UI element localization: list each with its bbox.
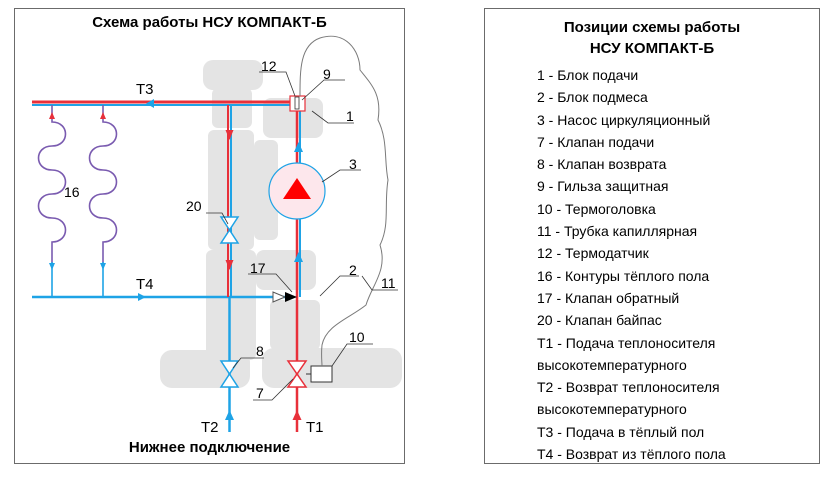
legend-title-line-1: Позиции схемы работы: [563, 19, 741, 36]
label-10: 10: [349, 329, 365, 345]
label-t2: T2: [201, 419, 219, 436]
label-16: 16: [64, 184, 80, 200]
label-t3: T3: [136, 81, 154, 98]
legend-item: 8 - Клапан возврата: [537, 156, 667, 173]
label-11: 11: [381, 275, 396, 291]
legend-item: 12 - Термодатчик: [537, 245, 649, 262]
label-t1: T1: [306, 419, 324, 436]
bypass-valve-icon: [219, 216, 240, 244]
thermo-sensor-icon: [289, 95, 306, 112]
legend-item: Т1 - Подача теплоносителя: [537, 334, 716, 351]
underfloor-loop-2: [88, 105, 118, 297]
label-1: 1: [346, 108, 354, 124]
legend-item: 9 - Гильза защитная: [537, 178, 669, 195]
legend-list: 1 - Блок подачи 2 - Блок подмеса 3 - Нас…: [537, 64, 726, 465]
label-17: 17: [250, 260, 266, 276]
legend-item: Т2 - Возврат теплоносителя: [537, 379, 720, 396]
loop-inlet-arrows: [49, 112, 106, 119]
legend-item: высокотемпературного: [537, 401, 687, 418]
label-3: 3: [349, 156, 357, 172]
label-9: 9: [323, 66, 331, 82]
capillary-tube: [299, 35, 389, 367]
legend-item: Т4 - Возврат из тёплого пола: [537, 446, 726, 463]
check-valve-icon: [272, 291, 297, 303]
legend-item: 10 - Термоголовка: [537, 200, 656, 217]
label-8: 8: [256, 343, 264, 359]
leader-lines: [206, 71, 398, 401]
label-7: 7: [256, 385, 264, 401]
underfloor-loop-1: [37, 105, 67, 297]
label-12: 12: [261, 58, 277, 74]
legend-item: 17 - Клапан обратный: [537, 289, 680, 306]
label-t4: T4: [136, 276, 154, 293]
legend-item: Т3 - Подача в тёплый пол: [537, 423, 705, 440]
legend-item: 1 - Блок подачи: [537, 67, 639, 83]
diagram-title: Схема работы НСУ КОМПАКТ-Б: [92, 14, 327, 31]
legend-item: 7 - Клапан подачи: [537, 133, 655, 150]
t4-return-header: [32, 293, 290, 301]
legend-item: высокотемпературного: [537, 356, 687, 373]
legend-item: 20 - Клапан байпас: [537, 312, 662, 329]
label-20: 20: [186, 198, 202, 214]
t3-supply-header: [32, 99, 290, 108]
legend-title-line-2: НСУ КОМПАКТ-Б: [589, 40, 715, 57]
legend-title: Позиции схемы работы НСУ КОМПАКТ-Б: [485, 17, 819, 59]
legend-item: 11 - Трубка капиллярная: [537, 223, 698, 240]
legend-item: 3 - Насос циркуляционный: [537, 111, 711, 128]
label-2: 2: [349, 262, 357, 278]
legend-panel: Позиции схемы работы НСУ КОМПАКТ-Б 1 - Б…: [484, 8, 820, 464]
pump-icon: [268, 162, 326, 220]
bypass-line: [225, 105, 234, 297]
equipment-silhouette: [160, 60, 402, 388]
diagram-footer: Нижнее подключение: [128, 439, 291, 456]
legend-item: 2 - Блок подмеса: [537, 89, 648, 106]
supply-valve-icon: [286, 360, 308, 388]
legend-item: 16 - Контуры тёплого пола: [537, 267, 710, 284]
